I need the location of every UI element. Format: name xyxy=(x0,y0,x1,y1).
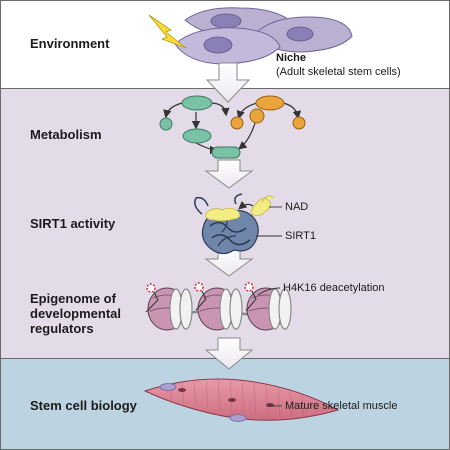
satellite-cell xyxy=(159,383,177,391)
metabolite-green xyxy=(211,146,241,159)
sirt1-protein xyxy=(194,193,259,255)
h4k16-leader xyxy=(257,287,281,296)
nucleosome xyxy=(244,282,292,331)
metabolite-green xyxy=(181,95,213,111)
satellite-cell xyxy=(229,414,247,422)
flow-arrow-icon xyxy=(204,337,254,370)
metabolite-orange xyxy=(255,95,285,111)
nucleosome-array xyxy=(145,282,292,331)
lightning-bolt-icon xyxy=(148,14,187,49)
nad-label: NAD xyxy=(285,201,309,213)
nucleosome xyxy=(194,282,243,331)
acetyl-mark-icon xyxy=(194,282,204,292)
acetyl-mark-icon xyxy=(244,282,254,292)
stage-label-metabolism: Metabolism xyxy=(30,127,102,142)
nucleosome xyxy=(145,283,193,331)
metabolic-pathway xyxy=(159,95,306,159)
stage-label-epigenome-line: developmental xyxy=(30,306,122,321)
metabolite-orange xyxy=(230,116,244,130)
nad-bound xyxy=(205,207,241,222)
muscle-label: Mature skeletal muscle xyxy=(285,400,398,412)
flow-arrow-icon xyxy=(205,62,251,103)
stage-label-sirt1-activity: SIRT1 activity xyxy=(30,216,116,231)
metabolite-green xyxy=(159,117,173,131)
metabolite-green xyxy=(182,128,212,144)
cell-nucleus xyxy=(203,36,233,54)
sirt1-label: SIRT1 xyxy=(285,230,316,242)
muscle-fiber xyxy=(143,378,340,422)
stage-label-epigenome-line: regulators xyxy=(30,321,94,336)
niche-cells xyxy=(174,7,353,65)
myonucleus xyxy=(228,398,236,402)
niche-title: Niche xyxy=(276,52,306,64)
stage-label-stem-cell-biology: Stem cell biology xyxy=(30,398,137,413)
flow-arrow-icon xyxy=(204,159,254,189)
nad-molecule xyxy=(251,195,275,216)
metabolite-orange xyxy=(249,108,265,124)
cell-nucleus xyxy=(286,26,314,42)
stage-label-environment: Environment xyxy=(30,36,110,51)
myonucleus xyxy=(178,388,186,392)
metabolite-orange xyxy=(292,116,306,130)
cell-nucleus xyxy=(210,13,242,29)
h4k16-label: H4K16 deacetylation xyxy=(283,282,385,294)
stage-label-epigenome-line: Epigenome of xyxy=(30,291,116,306)
niche-detail: (Adult skeletal stem cells) xyxy=(276,66,401,78)
acetyl-mark-icon xyxy=(146,283,156,293)
stage-label-epigenome: Epigenome of developmental regulators xyxy=(30,291,121,336)
